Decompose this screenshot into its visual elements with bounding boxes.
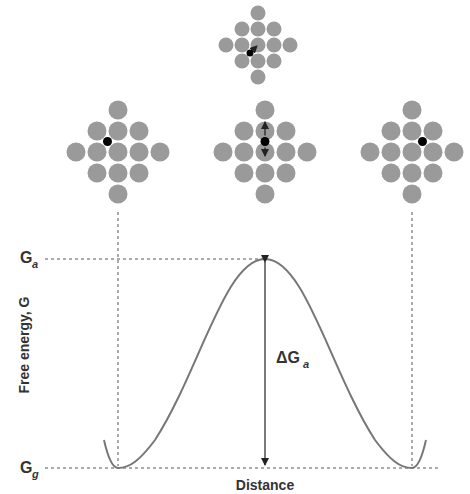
atom — [256, 185, 275, 204]
atom — [130, 143, 149, 162]
atom — [277, 143, 296, 162]
atom — [403, 101, 422, 120]
atom — [214, 143, 233, 162]
atom — [88, 143, 107, 162]
barrier-arrow — [264, 262, 265, 465]
atom — [219, 38, 234, 53]
atom — [130, 164, 149, 183]
atom — [403, 185, 422, 204]
atom — [109, 122, 128, 141]
atom — [267, 38, 282, 53]
atom — [88, 122, 107, 141]
atom — [382, 122, 401, 141]
atom — [251, 6, 266, 21]
interstitial-atom — [261, 137, 270, 146]
atom — [151, 143, 170, 162]
atom — [403, 143, 422, 162]
atom — [382, 164, 401, 183]
interstitial-atom — [103, 137, 112, 146]
energy-curve — [104, 259, 426, 468]
atom — [109, 164, 128, 183]
atom-lattices — [67, 6, 464, 204]
motion-arrow — [265, 122, 266, 136]
atom — [235, 122, 254, 141]
atom — [403, 122, 422, 141]
interstitial-atom — [418, 137, 427, 146]
atom — [267, 54, 282, 69]
atom — [251, 22, 266, 37]
atom — [251, 38, 266, 53]
atom — [361, 143, 380, 162]
atom — [235, 22, 250, 37]
atom — [235, 143, 254, 162]
atom — [109, 101, 128, 120]
atom — [403, 164, 422, 183]
atom — [235, 54, 250, 69]
atom — [277, 122, 296, 141]
axis-title: Distance — [236, 478, 294, 492]
atom — [298, 143, 317, 162]
axis-title: Free energy, G — [17, 296, 31, 393]
interstitial-atom — [247, 50, 254, 57]
atom — [277, 164, 296, 183]
subscript: a — [303, 359, 309, 370]
atom — [256, 101, 275, 120]
atom — [130, 122, 149, 141]
energy-label: G — [20, 250, 32, 266]
energy-label: G — [20, 460, 32, 476]
atom — [256, 164, 275, 183]
atom — [235, 38, 250, 53]
atom — [283, 38, 298, 53]
atom — [424, 164, 443, 183]
atom — [251, 70, 266, 85]
atom — [251, 54, 266, 69]
guide-lines — [45, 212, 440, 468]
atom — [88, 164, 107, 183]
atom — [424, 143, 443, 162]
subscript: g — [32, 469, 39, 480]
atom — [235, 164, 254, 183]
atom — [267, 22, 282, 37]
atom — [445, 143, 464, 162]
motion-arrow — [253, 46, 257, 50]
subscript: a — [32, 259, 38, 270]
atom — [67, 143, 86, 162]
motion-arrow — [265, 148, 266, 157]
atom — [382, 143, 401, 162]
atom — [424, 122, 443, 141]
atom — [109, 143, 128, 162]
energy-label: ΔG — [276, 350, 300, 366]
atom — [109, 185, 128, 204]
